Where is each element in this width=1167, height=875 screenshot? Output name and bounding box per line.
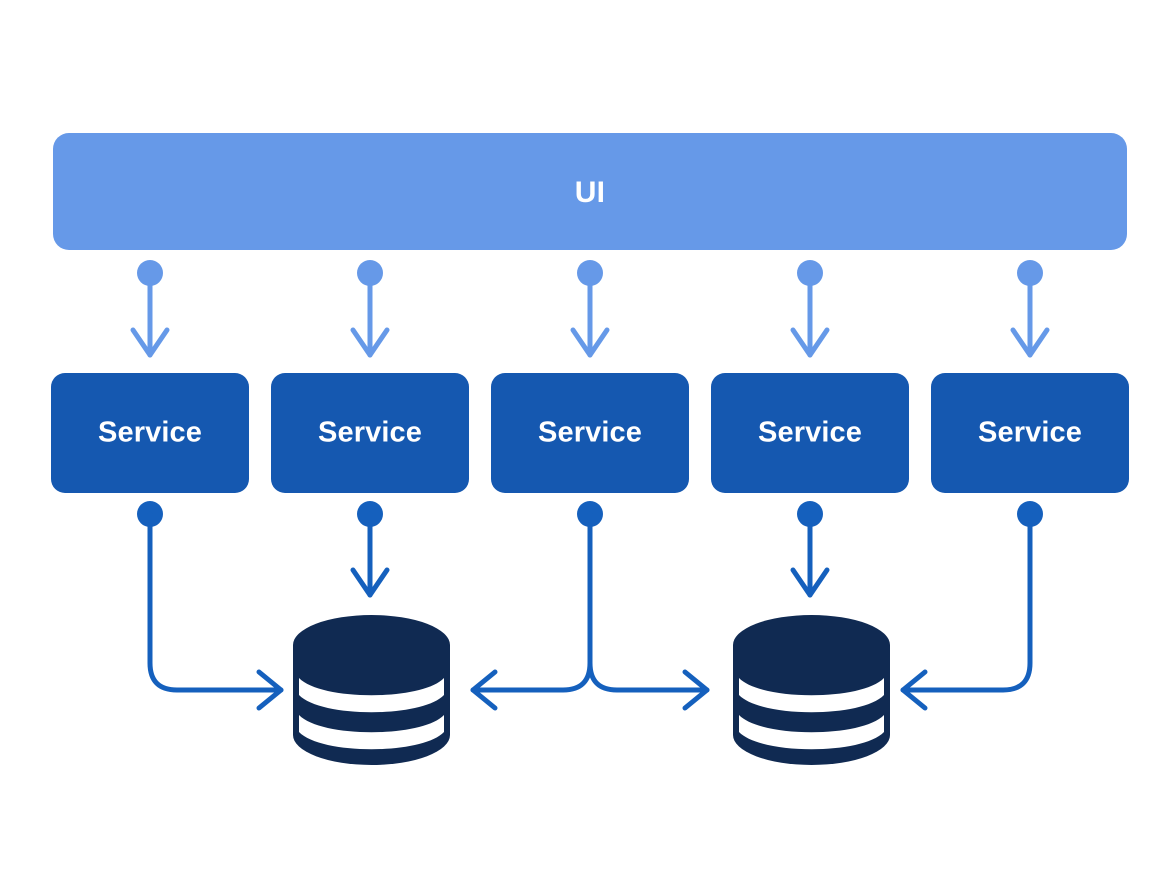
service-box-shape <box>491 373 689 493</box>
service-label: Service <box>758 417 862 449</box>
arrowhead-down-icon <box>130 327 170 358</box>
arrowhead-down-icon <box>350 327 390 358</box>
connector-line <box>147 511 284 693</box>
service-box-shape <box>271 373 469 493</box>
service-node-1[interactable]: Service <box>51 373 249 493</box>
service-box-shape <box>711 373 909 493</box>
arrowhead-down-icon <box>1010 327 1050 358</box>
connector-line <box>900 511 1033 693</box>
arrowhead-down-icon <box>790 327 830 358</box>
connector-service4-to-database-right <box>790 501 830 598</box>
connector-ui-to-service-2 <box>350 260 390 358</box>
connector-ui-to-service-3 <box>570 260 610 358</box>
service-node-3[interactable]: Service <box>491 373 689 493</box>
ui-bar-shape <box>53 133 1127 250</box>
connector-ui-to-service-1 <box>130 260 170 358</box>
connector-line-left-branch <box>470 511 593 693</box>
arrowhead-right-icon <box>256 669 284 711</box>
ui-bar[interactable]: UI <box>53 133 1127 250</box>
service-label: Service <box>978 417 1082 449</box>
arrowhead-down-icon <box>790 567 830 598</box>
database-right-icon[interactable] <box>733 615 890 765</box>
service-node-4[interactable]: Service <box>711 373 909 493</box>
connector-service3-to-both-databases <box>470 501 710 711</box>
service-node-2[interactable]: Service <box>271 373 469 493</box>
service-label: Service <box>98 417 202 449</box>
arrowhead-left-icon <box>900 669 928 711</box>
connector-ui-to-service-4 <box>790 260 830 358</box>
connector-service5-to-database-right <box>900 501 1043 711</box>
connector-ui-to-service-5 <box>1010 260 1050 358</box>
connector-service2-to-database-left <box>350 501 390 598</box>
arrowhead-down-icon <box>570 327 610 358</box>
arrowhead-down-icon <box>350 567 390 598</box>
arrowhead-left-icon <box>470 669 498 711</box>
connector-line-right-branch <box>587 660 710 693</box>
database-left-icon[interactable] <box>293 615 450 765</box>
service-node-5[interactable]: Service <box>931 373 1129 493</box>
service-box-shape <box>51 373 249 493</box>
ui-to-service-connectors <box>130 260 1050 358</box>
service-label: Service <box>538 417 642 449</box>
service-box-shape <box>931 373 1129 493</box>
arrowhead-right-icon <box>682 669 710 711</box>
service-nodes: Service Service Service Service Service <box>51 373 1129 493</box>
service-to-database-connectors <box>137 501 1043 711</box>
service-label: Service <box>318 417 422 449</box>
ui-bar-label: UI <box>575 176 606 209</box>
connector-service1-to-database-left <box>137 501 284 711</box>
